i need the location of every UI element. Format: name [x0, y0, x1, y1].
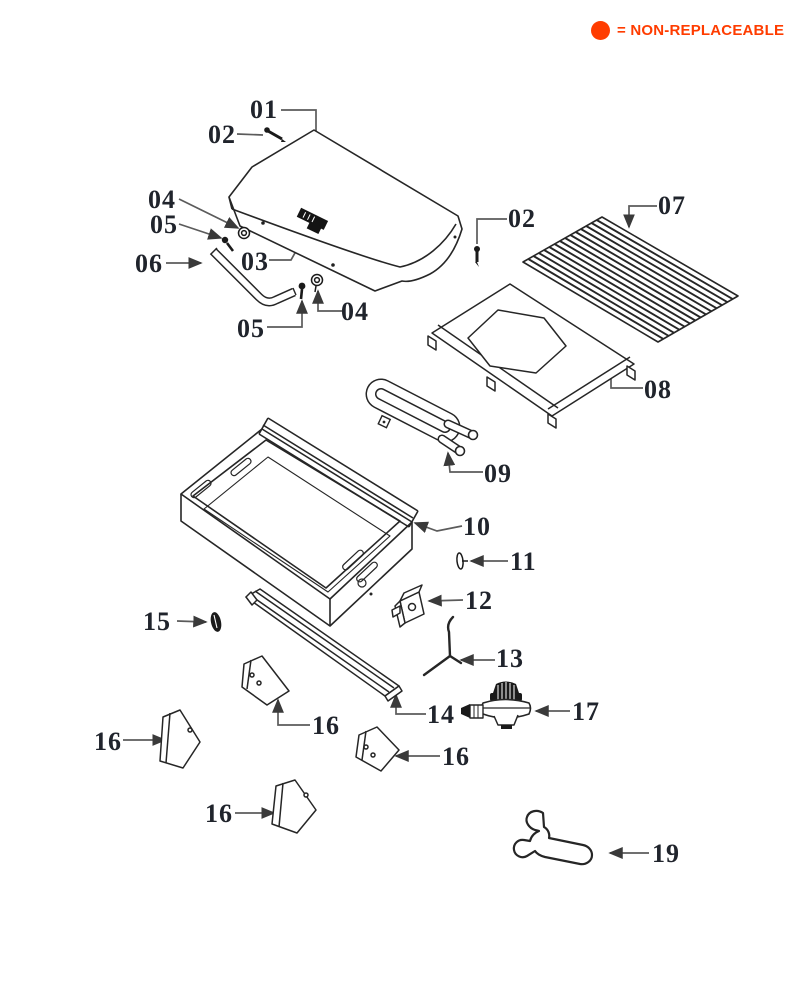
callout-17: 17: [572, 697, 600, 726]
support-rail-part: [245, 588, 403, 702]
leg-bracket-top-part: [241, 655, 290, 706]
lid-part: [228, 129, 463, 292]
legend-label: = NON-REPLACEABLE: [617, 22, 785, 39]
callout-04-upper: 04: [148, 185, 176, 214]
callout-16-top: 16: [312, 711, 340, 740]
support-wire-part: [422, 615, 463, 677]
callout-16-right: 16: [442, 742, 470, 771]
callout-05-upper: 05: [150, 210, 178, 239]
callout-02-front: 02: [208, 120, 236, 149]
callout-15: 15: [143, 607, 171, 636]
callout-16-bottom: 16: [205, 799, 233, 828]
cooking-grate-part: [522, 216, 739, 343]
leader-lines: [123, 109, 657, 859]
wrench-part: [512, 809, 594, 866]
firebox-part: [180, 417, 419, 627]
callout-04-lower: 04: [341, 297, 369, 326]
leg-bracket-bottom-part: [271, 779, 317, 834]
legend: = NON-REPLACEABLE: [591, 21, 784, 40]
callout-09: 09: [484, 459, 512, 488]
end-cap-part: [210, 612, 222, 632]
non-replaceable-dot-icon: [591, 21, 610, 40]
regulator-part: [461, 681, 532, 729]
callout-13: 13: [496, 644, 524, 673]
callout-11: 11: [510, 547, 537, 576]
callout-01: 01: [250, 95, 278, 124]
handle-part: [209, 247, 297, 307]
logo-plate-part: [296, 207, 329, 235]
burner-part: [365, 378, 479, 457]
handle-washer-upper-part: [237, 226, 251, 240]
callout-06: 06: [135, 249, 163, 278]
handle-screw-lower-part: [298, 282, 306, 300]
handle-washer-lower-part: [310, 273, 324, 293]
grate-rods: [527, 219, 734, 340]
callout-02-side: 02: [508, 204, 536, 233]
callout-03: 03: [241, 247, 269, 276]
valve-bracket-part: [391, 584, 425, 628]
lid-screw-side-part: [474, 246, 480, 267]
leg-bracket-left-part: [159, 709, 201, 769]
callout-12: 12: [465, 586, 493, 615]
callout-14: 14: [427, 700, 455, 729]
callout-10: 10: [463, 512, 491, 541]
handle-screw-upper-part: [221, 236, 235, 252]
callout-07: 07: [658, 191, 686, 220]
lid-screw-front-part: [264, 127, 286, 142]
callout-19: 19: [652, 839, 680, 868]
callout-16-left: 16: [94, 727, 122, 756]
callout-08: 08: [644, 375, 672, 404]
callout-05-lower: 05: [237, 314, 265, 343]
heat-plate-part: [427, 283, 636, 429]
leg-bracket-right-part: [355, 726, 400, 772]
hinge-pin-part: [456, 552, 468, 570]
